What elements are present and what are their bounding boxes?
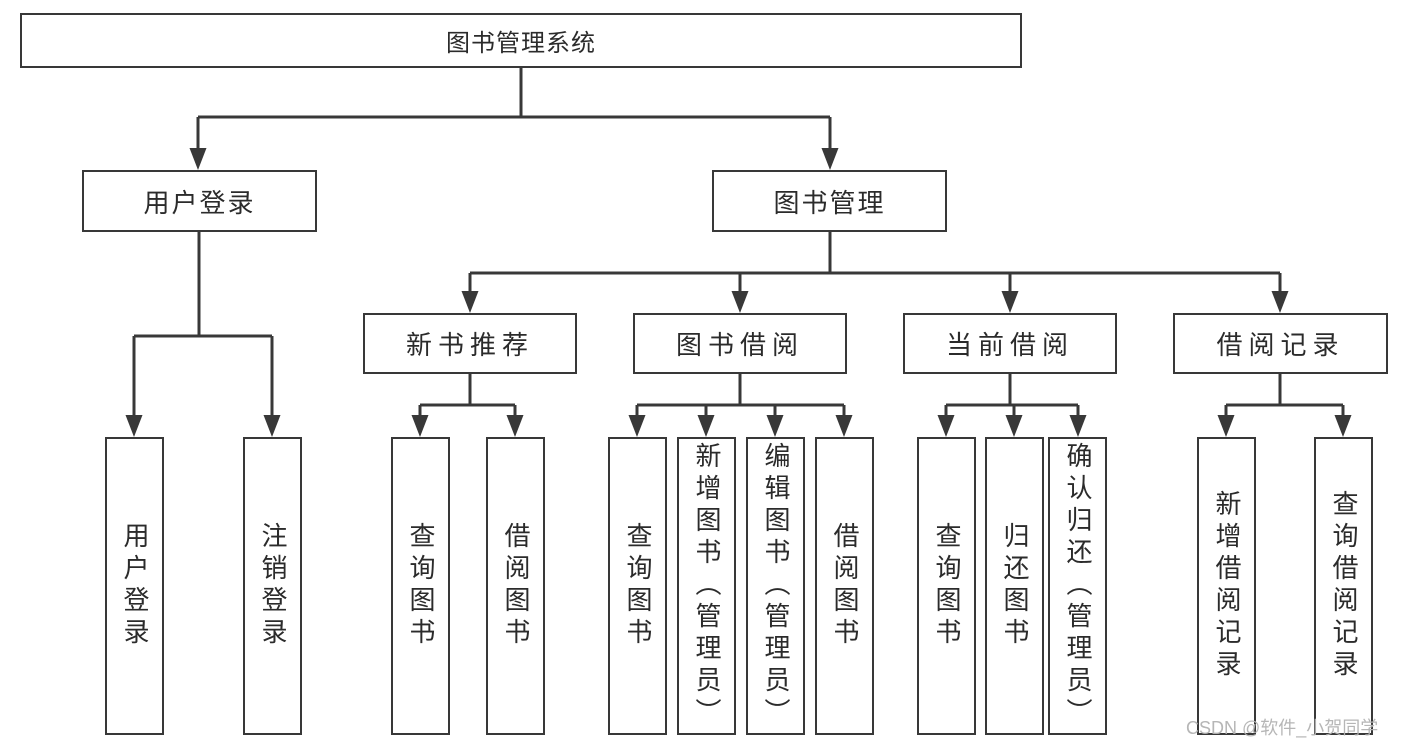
arrow-down [125,415,143,437]
arrow-down [411,415,429,437]
arrow-down [821,148,839,170]
arrow-down [506,415,524,437]
leaf-add-book-admin: 新增图书（管理员） [677,437,736,735]
arrow-down [263,415,281,437]
arrow-down [1271,291,1289,313]
leaf-query-borrow-record: 查询借阅记录 [1314,437,1373,735]
node-user-login: 用户登录 [82,170,317,232]
node-book-management: 图书管理 [712,170,947,232]
leaf-borrow-book-2: 借阅图书 [815,437,874,735]
csdn-watermark: CSDN @软件_小贺同学 [1186,718,1379,738]
connector-path [132,68,1345,417]
node-new-book-recommend: 新书推荐 [363,313,577,374]
leaf-edit-book-admin: 编辑图书（管理员） [746,437,805,735]
leaf-query-book-3: 查询图书 [917,437,976,735]
arrow-down [766,415,784,437]
node-current-borrowing: 当前借阅 [903,313,1117,374]
arrow-down [1069,415,1087,437]
arrow-down [731,291,749,313]
leaf-add-borrow-record: 新增借阅记录 [1197,437,1256,735]
leaf-logout: 注销登录 [243,437,302,735]
leaf-query-book-1: 查询图书 [391,437,450,735]
arrow-down [189,148,207,170]
leaf-confirm-return-admin: 确认归还（管理员） [1048,437,1107,735]
leaf-query-book-2: 查询图书 [608,437,667,735]
arrow-down [835,415,853,437]
arrow-down [461,291,479,313]
arrowheads [125,148,1352,437]
leaf-user-login: 用户登录 [105,437,164,735]
arrow-down [697,415,715,437]
leaf-borrow-book-1: 借阅图书 [486,437,545,735]
arrow-down [1005,415,1023,437]
node-root: 图书管理系统 [20,13,1022,68]
node-book-borrowing: 图书借阅 [633,313,847,374]
arrow-down [1001,291,1019,313]
node-borrowing-records: 借阅记录 [1173,313,1388,374]
arrow-down [1217,415,1235,437]
arrow-down [1334,415,1352,437]
arrow-down [937,415,955,437]
arrow-down [628,415,646,437]
leaf-return-book: 归还图书 [985,437,1044,735]
